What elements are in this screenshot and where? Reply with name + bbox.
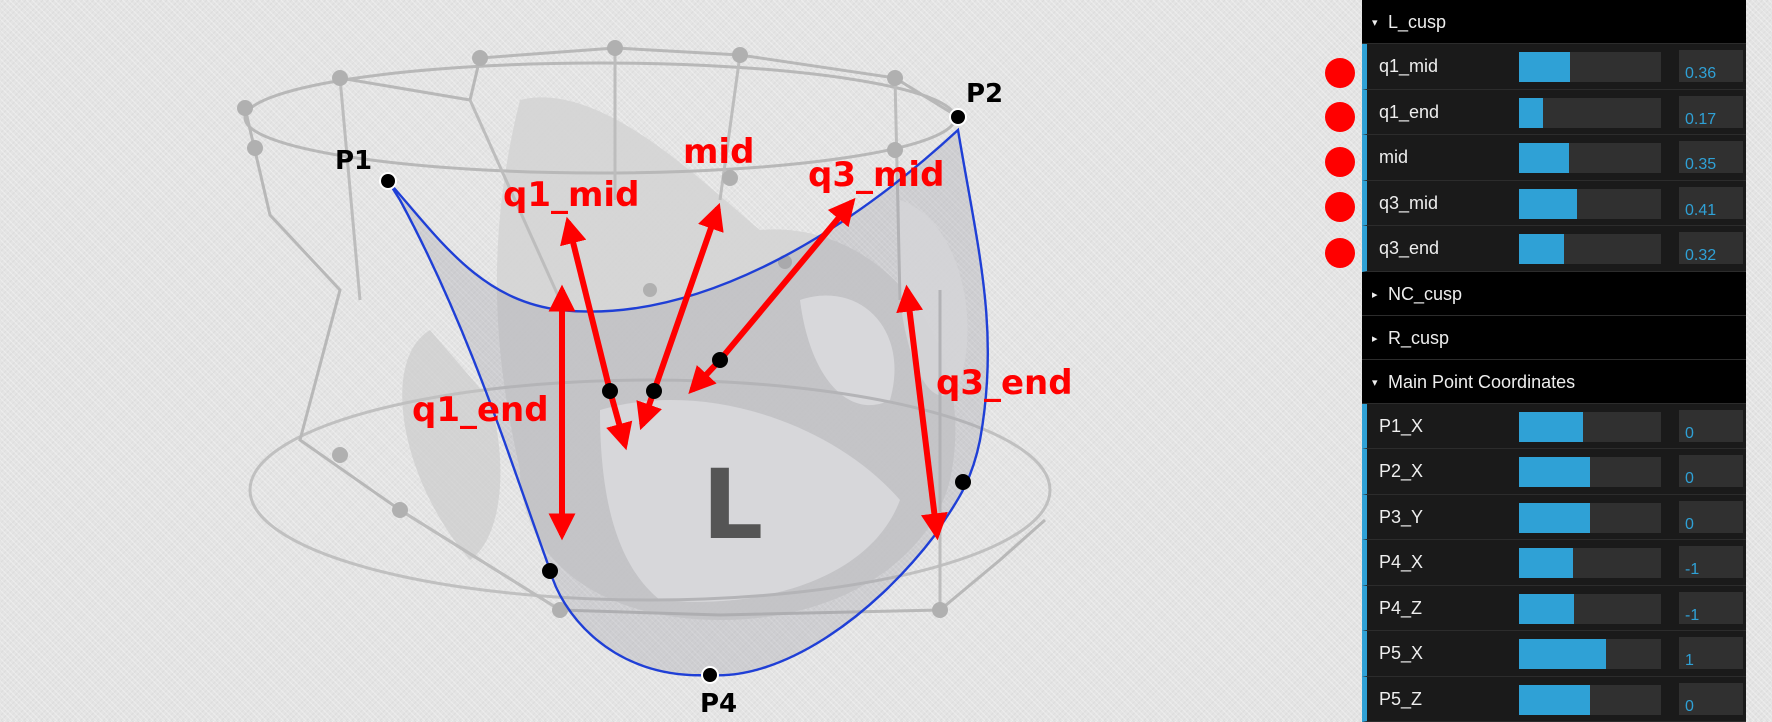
slider-row-q1-end: q1_end 0.17	[1362, 90, 1746, 136]
value-input[interactable]: 0.36	[1679, 50, 1743, 82]
point-p4	[702, 667, 718, 683]
label-q1-mid: q1_mid	[503, 175, 639, 215]
folder-label: NC_cusp	[1388, 284, 1462, 304]
slider[interactable]	[1519, 412, 1661, 442]
3d-viewport[interactable]: q1_mid mid q3_mid q1_end q3_end P1 P2 P4…	[0, 0, 1350, 721]
slider-fill	[1519, 412, 1583, 442]
slider-fill	[1519, 52, 1570, 82]
control-name: P2_X	[1379, 449, 1423, 494]
slider-row-q1-mid: q1_mid 0.36	[1362, 44, 1746, 90]
slider-row-mid: mid 0.35	[1362, 135, 1746, 181]
slider-row-q3-mid: q3_mid 0.41	[1362, 181, 1746, 227]
value-input[interactable]: -1	[1679, 546, 1743, 578]
point-mid	[646, 383, 662, 399]
control-name: P1_X	[1379, 404, 1423, 449]
control-name: P5_Z	[1379, 677, 1422, 722]
folder-r-cusp[interactable]: ▸R_cusp	[1362, 316, 1746, 360]
label-p4: P4	[700, 689, 737, 719]
value-input[interactable]: 0.32	[1679, 232, 1743, 264]
control-name: P5_X	[1379, 631, 1423, 676]
folder-main-point-coordinates[interactable]: ▾Main Point Coordinates	[1362, 360, 1746, 404]
cusp-label: L	[702, 449, 763, 561]
slider[interactable]	[1519, 457, 1661, 487]
label-mid: mid	[683, 132, 754, 172]
slider[interactable]	[1519, 234, 1661, 264]
point-q3-mid	[712, 352, 728, 368]
folder-label: L_cusp	[1388, 12, 1446, 32]
slider-row-p1-x: P1_X 0	[1362, 404, 1746, 450]
control-name: P3_Y	[1379, 495, 1423, 540]
value-input[interactable]: -1	[1679, 592, 1743, 624]
slider[interactable]	[1519, 639, 1661, 669]
slider[interactable]	[1519, 52, 1661, 82]
value-input[interactable]: 0	[1679, 683, 1743, 715]
indicator-q1-end	[1325, 102, 1355, 132]
slider-fill	[1519, 503, 1590, 533]
slider[interactable]	[1519, 685, 1661, 715]
slider-fill	[1519, 143, 1569, 173]
slider[interactable]	[1519, 548, 1661, 578]
caret-right-icon: ▸	[1372, 273, 1388, 317]
value-input[interactable]: 0	[1679, 410, 1743, 442]
slider-row-p5-x: P5_X 1	[1362, 631, 1746, 677]
indicator-q1-mid	[1325, 58, 1355, 88]
label-p2: P2	[966, 79, 1003, 109]
slider-fill	[1519, 594, 1574, 624]
point-p2	[950, 109, 966, 125]
control-name: mid	[1379, 135, 1408, 180]
control-name: q1_mid	[1379, 44, 1438, 89]
label-q3-mid: q3_mid	[808, 155, 944, 195]
control-name: P4_Z	[1379, 586, 1422, 631]
caret-right-icon: ▸	[1372, 317, 1388, 361]
control-name: q3_mid	[1379, 181, 1438, 226]
folder-nc-cusp[interactable]: ▸NC_cusp	[1362, 272, 1746, 316]
slider-row-p3-y: P3_Y 0	[1362, 495, 1746, 541]
slider[interactable]	[1519, 503, 1661, 533]
slider-fill	[1519, 98, 1543, 128]
indicator-q3-mid	[1325, 192, 1355, 222]
label-q3-end: q3_end	[936, 363, 1073, 403]
slider[interactable]	[1519, 98, 1661, 128]
value-input[interactable]: 0.41	[1679, 187, 1743, 219]
control-name: q1_end	[1379, 90, 1439, 135]
folder-l-cusp[interactable]: ▾L_cusp	[1362, 0, 1746, 44]
indicator-mid	[1325, 147, 1355, 177]
label-q1-end: q1_end	[412, 390, 549, 430]
value-input[interactable]: 0	[1679, 501, 1743, 533]
slider-fill	[1519, 639, 1606, 669]
point-q1-mid	[602, 383, 618, 399]
control-name: q3_end	[1379, 226, 1439, 271]
slider-row-p4-x: P4_X -1	[1362, 540, 1746, 586]
slider-fill	[1519, 234, 1564, 264]
control-name: P4_X	[1379, 540, 1423, 585]
slider[interactable]	[1519, 143, 1661, 173]
slider-fill	[1519, 189, 1577, 219]
value-input[interactable]: 0	[1679, 455, 1743, 487]
point-q3-end	[955, 474, 971, 490]
indicator-q3-end	[1325, 238, 1355, 268]
caret-down-icon: ▾	[1372, 1, 1388, 45]
valve-scene: q1_mid mid q3_mid q1_end q3_end P1 P2 P4…	[0, 0, 1350, 721]
slider-fill	[1519, 548, 1573, 578]
value-input[interactable]: 0.17	[1679, 96, 1743, 128]
slider[interactable]	[1519, 189, 1661, 219]
slider-row-p2-x: P2_X 0	[1362, 449, 1746, 495]
slider-fill	[1519, 457, 1590, 487]
folder-label: Main Point Coordinates	[1388, 372, 1575, 392]
caret-down-icon: ▾	[1372, 361, 1388, 405]
slider[interactable]	[1519, 594, 1661, 624]
value-input[interactable]: 1	[1679, 637, 1743, 669]
slider-fill	[1519, 685, 1590, 715]
folder-label: R_cusp	[1388, 328, 1449, 348]
point-p1	[380, 173, 396, 189]
slider-row-p5-z: P5_Z 0	[1362, 677, 1746, 722]
slider-row-p4-z: P4_Z -1	[1362, 586, 1746, 632]
label-p1: P1	[335, 146, 372, 176]
point-q1-end	[542, 563, 558, 579]
slider-row-q3-end: q3_end 0.32	[1362, 226, 1746, 272]
value-input[interactable]: 0.35	[1679, 141, 1743, 173]
